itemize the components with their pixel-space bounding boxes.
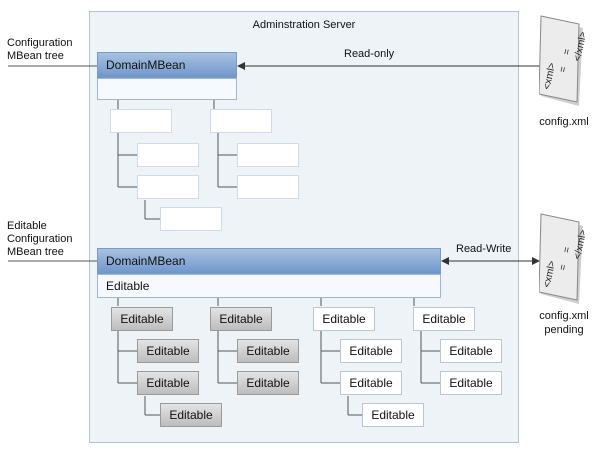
svg-text:=: =	[561, 48, 573, 56]
editable-node: Editable	[340, 339, 402, 363]
svg-text:=: =	[561, 246, 573, 254]
tree-node	[137, 143, 199, 167]
editable-node: Editable	[111, 307, 173, 331]
tree-node	[237, 143, 299, 167]
editable-node: Editable	[237, 339, 299, 363]
editable-node: Editable	[237, 371, 299, 395]
editable-node: Editable	[413, 307, 475, 331]
pending-config-caption: config.xml pending	[539, 310, 589, 336]
editable-node: Editable	[137, 371, 199, 395]
editable-node: Editable	[362, 403, 424, 427]
config-xml-document-icon: <xml> = = </xml>	[539, 15, 585, 106]
read-only-label: Read-only	[344, 48, 395, 60]
pending-config-document-icon: <xml> = = </xml>	[539, 213, 585, 304]
domain-mbean-header: DomainMBean	[97, 52, 237, 78]
svg-text:=: =	[558, 65, 570, 73]
read-write-label: Read-Write	[456, 243, 512, 255]
editable-node: Editable	[440, 371, 502, 395]
editable-node: Editable	[210, 307, 272, 331]
server-title: Adminstration Server	[252, 19, 356, 31]
config-xml-caption: config.xml	[539, 116, 589, 128]
domain-mbean-body	[97, 78, 237, 100]
tree-node	[160, 207, 222, 231]
tree-node	[110, 109, 172, 133]
editable-domain-mbean-body: Editable	[97, 274, 441, 298]
editable-node: Editable	[137, 339, 199, 363]
config-tree-label: Configuration MBean tree	[7, 37, 73, 62]
tree-node	[210, 109, 272, 133]
tree-node	[237, 175, 299, 199]
editable-node: Editable	[160, 403, 222, 427]
editable-tree-label: Editable Configuration MBean tree	[7, 220, 73, 258]
editable-node: Editable	[340, 371, 402, 395]
editable-node: Editable	[440, 339, 502, 363]
tree-node	[137, 175, 199, 199]
editable-node: Editable	[313, 307, 375, 331]
svg-text:=: =	[558, 263, 570, 271]
editable-domain-mbean-header: DomainMBean	[97, 248, 441, 274]
